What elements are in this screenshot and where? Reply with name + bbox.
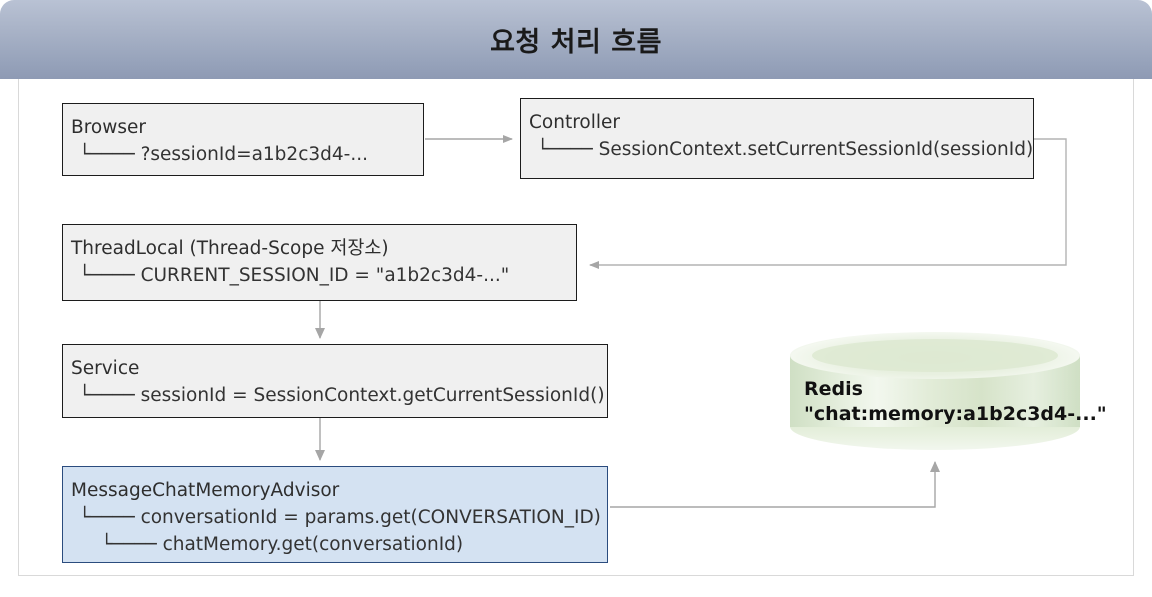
node-redis-line-0: Redis <box>804 378 863 400</box>
node-service[interactable]: Service └──── sessionId = SessionContext… <box>62 344 608 418</box>
node-redis-datastore[interactable]: Redis "chat:memory:a1b2c3d4-..." <box>790 332 1107 450</box>
node-browser-line-1: └──── ?sessionId=a1b2c3d4-... <box>79 144 368 165</box>
node-threadlocal[interactable]: ThreadLocal (Thread-Scope 저장소) └──── CUR… <box>62 224 577 301</box>
cylinder-top-inner-ellipse <box>812 339 1058 372</box>
node-service-line-0: Service <box>71 358 140 379</box>
title-bar: 요청 처리 흐름 <box>0 0 1152 79</box>
node-threadlocal-line-0: ThreadLocal (Thread-Scope 저장소) <box>71 238 389 259</box>
node-controller-line-0: Controller <box>529 112 621 133</box>
node-advisor-line-2: └──── chatMemory.get(conversationId) <box>101 534 464 555</box>
redis-label-group: Redis "chat:memory:a1b2c3d4-..." <box>798 377 1107 427</box>
node-service-line-1: └──── sessionId = SessionContext.getCurr… <box>79 385 605 406</box>
page-title: 요청 처리 흐름 <box>490 27 662 58</box>
node-redis-line-1: "chat:memory:a1b2c3d4-..." <box>804 403 1107 425</box>
node-message-chat-memory-advisor[interactable]: MessageChatMemoryAdvisor └──── conversat… <box>62 466 608 563</box>
node-browser[interactable]: Browser └──── ?sessionId=a1b2c3d4-... <box>62 103 424 176</box>
node-threadlocal-line-1: └──── CURRENT_SESSION_ID = "a1b2c3d4-...… <box>79 265 510 286</box>
node-advisor-line-1: └──── conversationId = params.get(CONVER… <box>79 507 601 528</box>
node-controller-line-1: └──── SessionContext.setCurrentSessionId… <box>537 139 1034 160</box>
node-browser-line-0: Browser <box>71 117 146 138</box>
node-controller[interactable]: Controller └──── SessionContext.setCurre… <box>520 98 1034 179</box>
node-advisor-line-0: MessageChatMemoryAdvisor <box>71 480 340 501</box>
cylinder-top-ellipse <box>790 332 1080 379</box>
